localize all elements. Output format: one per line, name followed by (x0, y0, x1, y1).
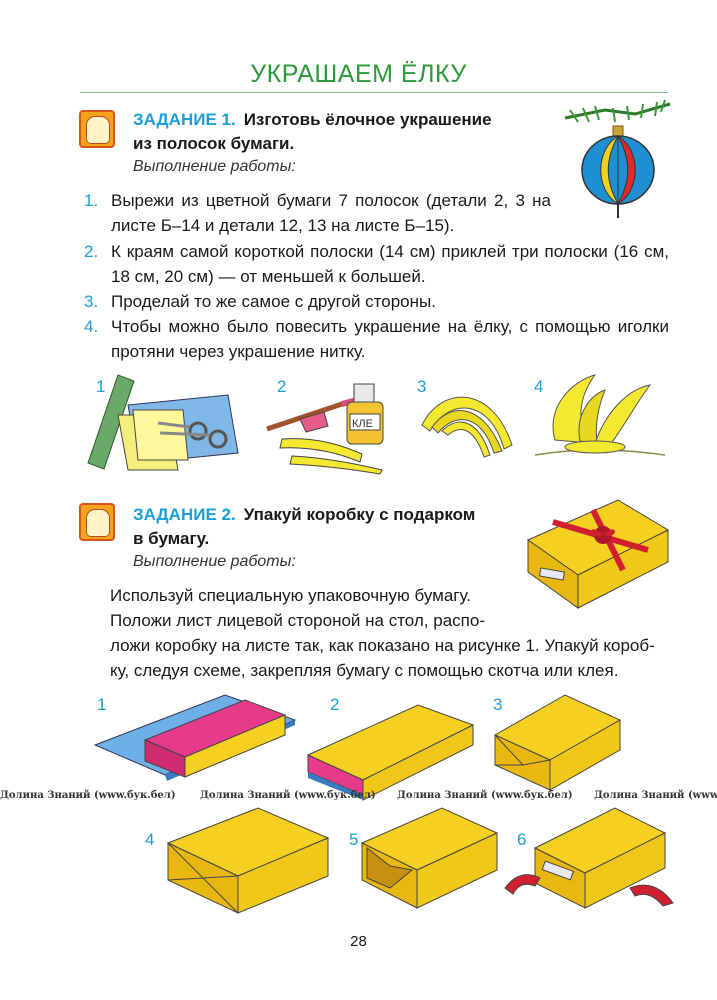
task2-text-line3: ложи коробку на листе так, как показано … (110, 636, 655, 655)
task1-title-line2: из полосок бумаги. (133, 134, 295, 153)
step-number: 4. (84, 317, 99, 336)
task2-text-line2: Положи лист лицевой стороной на стол, ра… (110, 611, 485, 630)
figure-number: 3 (417, 377, 427, 396)
task1-title-line1: Изготовь ёлочное украшение (243, 110, 492, 129)
folded-strips-illustration (421, 396, 513, 458)
task2-number: ЗАДАНИЕ 2. (133, 505, 236, 524)
watermark: Долина Знаний (www.бук.бел) (0, 790, 176, 801)
hand-icon (79, 503, 115, 541)
task1-number: ЗАДАНИЕ 1. (133, 110, 236, 129)
box-wrapped-step6-illustration (504, 807, 674, 909)
task1-step-3: 3. Проделай то же самое с другой стороны… (84, 289, 669, 314)
task1-step-1: 1. Вырежи из цветной бумаги 7 полосок (д… (84, 188, 669, 238)
figure-number: 2 (277, 377, 287, 396)
watermark: Долина Знаний (www.бук.бел) (397, 790, 573, 801)
figure-number: 2 (330, 695, 340, 714)
box-on-paper-illustration (93, 694, 297, 781)
brush-glue-strips-illustration: КЛЕ (266, 383, 384, 475)
task1-subtitle: Выполнение работы: (133, 158, 296, 175)
step-number: 2. (84, 242, 99, 261)
task2-subtitle: Выполнение работы: (133, 553, 296, 570)
finished-ornament-illustration (534, 374, 666, 456)
box-wrapped-step5-illustration (360, 807, 499, 909)
task2-text-line1: Используй специальную упаковочную бумагу… (110, 586, 472, 605)
figure-number: 5 (349, 830, 359, 849)
ornament-illustration (564, 99, 671, 218)
step-text: К краям самой короткой полоски (14 см) п… (111, 242, 669, 286)
task2-title-line2: в бумагу. (133, 529, 210, 548)
step-text: Проделай то же самое с другой стороны. (111, 292, 436, 311)
step-text: Вырежи из цветной бумаги 7 полосок (дета… (111, 191, 551, 235)
watermark: Долина Знаний (www.б (594, 790, 717, 801)
task1-heading: ЗАДАНИЕ 1. Изготовь ёлочное украшение из … (133, 108, 543, 156)
title-divider (80, 92, 668, 93)
box-wrapped-step4-illustration (166, 807, 330, 914)
watermark: Долина Знаний (www.бук.бел) (200, 790, 376, 801)
paper-ruler-scissors-illustration (87, 374, 239, 471)
task2-text-line4: ку, следуя схеме, закрепляя бумагу с пом… (110, 661, 619, 680)
task2-heading: ЗАДАНИЕ 2. Упакуй коробку с подарком в бу… (133, 503, 518, 551)
figure-number: 3 (493, 695, 503, 714)
gift-box-illustration (526, 499, 670, 609)
step-number: 3. (84, 292, 99, 311)
page-number: 28 (350, 933, 367, 950)
task1-step-2: 2. К краям самой короткой полоски (14 см… (84, 239, 669, 289)
step-text: Чтобы можно было повесить украшение на ё… (111, 317, 669, 361)
hand-icon (79, 110, 115, 148)
box-wrapped-step3-illustration (493, 694, 622, 791)
figure-number: 6 (517, 830, 527, 849)
task1-step-4: 4. Чтобы можно было повесить украшение н… (84, 314, 669, 364)
page-title: УКРАШАЕМ ЁЛКУ (250, 60, 467, 88)
glue-label: КЛЕ (352, 418, 373, 430)
figure-number: 4 (534, 377, 544, 396)
figure-number: 1 (96, 377, 106, 396)
task2-title-line1: Упакуй коробку с подарком (243, 505, 476, 524)
figure-number: 4 (145, 830, 155, 849)
box-wrapped-step2-illustration (306, 704, 475, 801)
step-number: 1. (84, 191, 99, 210)
figure-number: 1 (97, 695, 107, 714)
